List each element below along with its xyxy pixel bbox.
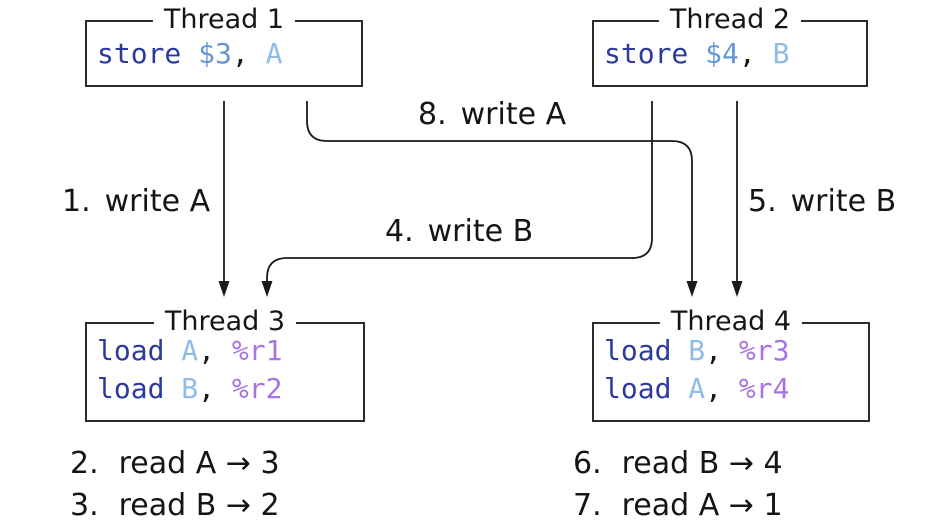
thread-1-code: store $3, A	[87, 22, 361, 73]
read-result-text: read A → 1	[621, 488, 783, 523]
edge-label-text: write B	[427, 214, 534, 249]
edge-label-number: 5.	[748, 184, 777, 219]
code-line: store $4, B	[604, 35, 866, 73]
code-line: load B, %r2	[97, 370, 363, 408]
read-result-item: 3. read B → 2	[70, 485, 280, 527]
read-result-number: 6.	[573, 446, 602, 481]
code-token-num: $3	[198, 37, 232, 70]
read-result-text: read A → 3	[118, 446, 280, 481]
code-token-pu: ,	[198, 334, 216, 367]
edge-label-8-write-a: 8. write A	[418, 99, 566, 131]
code-token-pl	[722, 372, 739, 405]
edge-label-1-write-a: 1. write A	[62, 186, 210, 218]
code-token-num: $4	[705, 37, 739, 70]
code-token-kw: load	[97, 372, 165, 405]
code-token-pl	[215, 334, 232, 367]
code-line: load A, %r4	[604, 370, 868, 408]
code-token-reg: %r4	[738, 372, 790, 405]
edge-label-5-write-b: 5. write B	[748, 186, 896, 218]
code-token-reg: %r2	[231, 372, 283, 405]
code-line: load B, %r3	[604, 332, 868, 370]
arrow-4-write-b	[266, 101, 653, 283]
thread-2-box: Thread 2 store $4, B	[592, 5, 868, 87]
read-result-number: 2.	[70, 446, 99, 481]
thread-2-code: store $4, B	[594, 22, 866, 73]
thread-3-code: load A, %r1 load B, %r2	[87, 324, 363, 408]
code-token-pu: ,	[231, 37, 249, 70]
read-results-left: 2. read A → 3 3. read B → 2	[70, 443, 280, 527]
code-token-pl	[181, 37, 198, 70]
code-token-pl	[671, 334, 688, 367]
thread-3-title: Thread 3	[153, 307, 297, 337]
edge-label-text: write A	[460, 97, 567, 132]
edge-label-text: write B	[790, 184, 897, 219]
thread-4-code: load B, %r3 load A, %r4	[594, 324, 868, 408]
code-token-var: A	[265, 37, 283, 70]
code-token-kw: load	[604, 334, 672, 367]
thread-3-box: Thread 3 load A, %r1 load B, %r2	[85, 307, 365, 422]
arrowhead-4-icon	[261, 281, 273, 297]
code-token-reg: %r3	[738, 334, 790, 367]
thread-4-box: Thread 4 load B, %r3 load A, %r4	[592, 307, 870, 422]
edge-label-text: write A	[104, 184, 211, 219]
arrowhead-5-icon	[731, 281, 743, 297]
code-line: store $3, A	[97, 35, 361, 73]
arrowhead-8-icon	[686, 281, 698, 297]
code-token-var: A	[181, 334, 199, 367]
thread-1-box: Thread 1 store $3, A	[85, 5, 363, 87]
code-token-reg: %r1	[231, 334, 283, 367]
code-token-pl	[164, 372, 181, 405]
edge-label-number: 8.	[418, 97, 447, 132]
read-result-text: read B → 4	[621, 446, 783, 481]
code-token-kw: store	[604, 37, 689, 70]
code-token-var: A	[688, 372, 706, 405]
read-results-right: 6. read B → 4 7. read A → 1	[573, 443, 783, 527]
read-result-number: 7.	[573, 488, 602, 523]
code-token-pu: ,	[738, 37, 756, 70]
code-token-pu: ,	[705, 334, 723, 367]
read-result-item: 7. read A → 1	[573, 485, 783, 527]
code-token-pl	[688, 37, 705, 70]
read-result-text: read B → 2	[118, 488, 280, 523]
code-line: load A, %r1	[97, 332, 363, 370]
thread-2-title: Thread 2	[658, 5, 802, 35]
code-token-kw: store	[97, 37, 182, 70]
read-result-item: 2. read A → 3	[70, 443, 280, 485]
read-result-item: 6. read B → 4	[573, 443, 783, 485]
code-token-pl	[164, 334, 181, 367]
code-token-pu: ,	[705, 372, 723, 405]
code-token-pl	[215, 372, 232, 405]
code-token-kw: load	[604, 372, 672, 405]
arrowhead-1-icon	[218, 281, 230, 297]
code-token-pl	[722, 334, 739, 367]
thread-1-title: Thread 1	[152, 5, 296, 35]
code-token-pl	[756, 37, 773, 70]
code-token-pu: ,	[198, 372, 216, 405]
code-token-pl	[671, 372, 688, 405]
code-token-pl	[249, 37, 266, 70]
edge-label-4-write-b: 4. write B	[385, 216, 533, 248]
code-token-var: B	[181, 372, 199, 405]
thread-4-title: Thread 4	[659, 307, 803, 337]
code-token-var: B	[772, 37, 790, 70]
read-result-number: 3.	[70, 488, 99, 523]
arrow-8-write-a	[306, 101, 693, 283]
code-token-var: B	[688, 334, 706, 367]
edge-label-number: 1.	[62, 184, 91, 219]
code-token-kw: load	[97, 334, 165, 367]
edge-label-number: 4.	[385, 214, 414, 249]
